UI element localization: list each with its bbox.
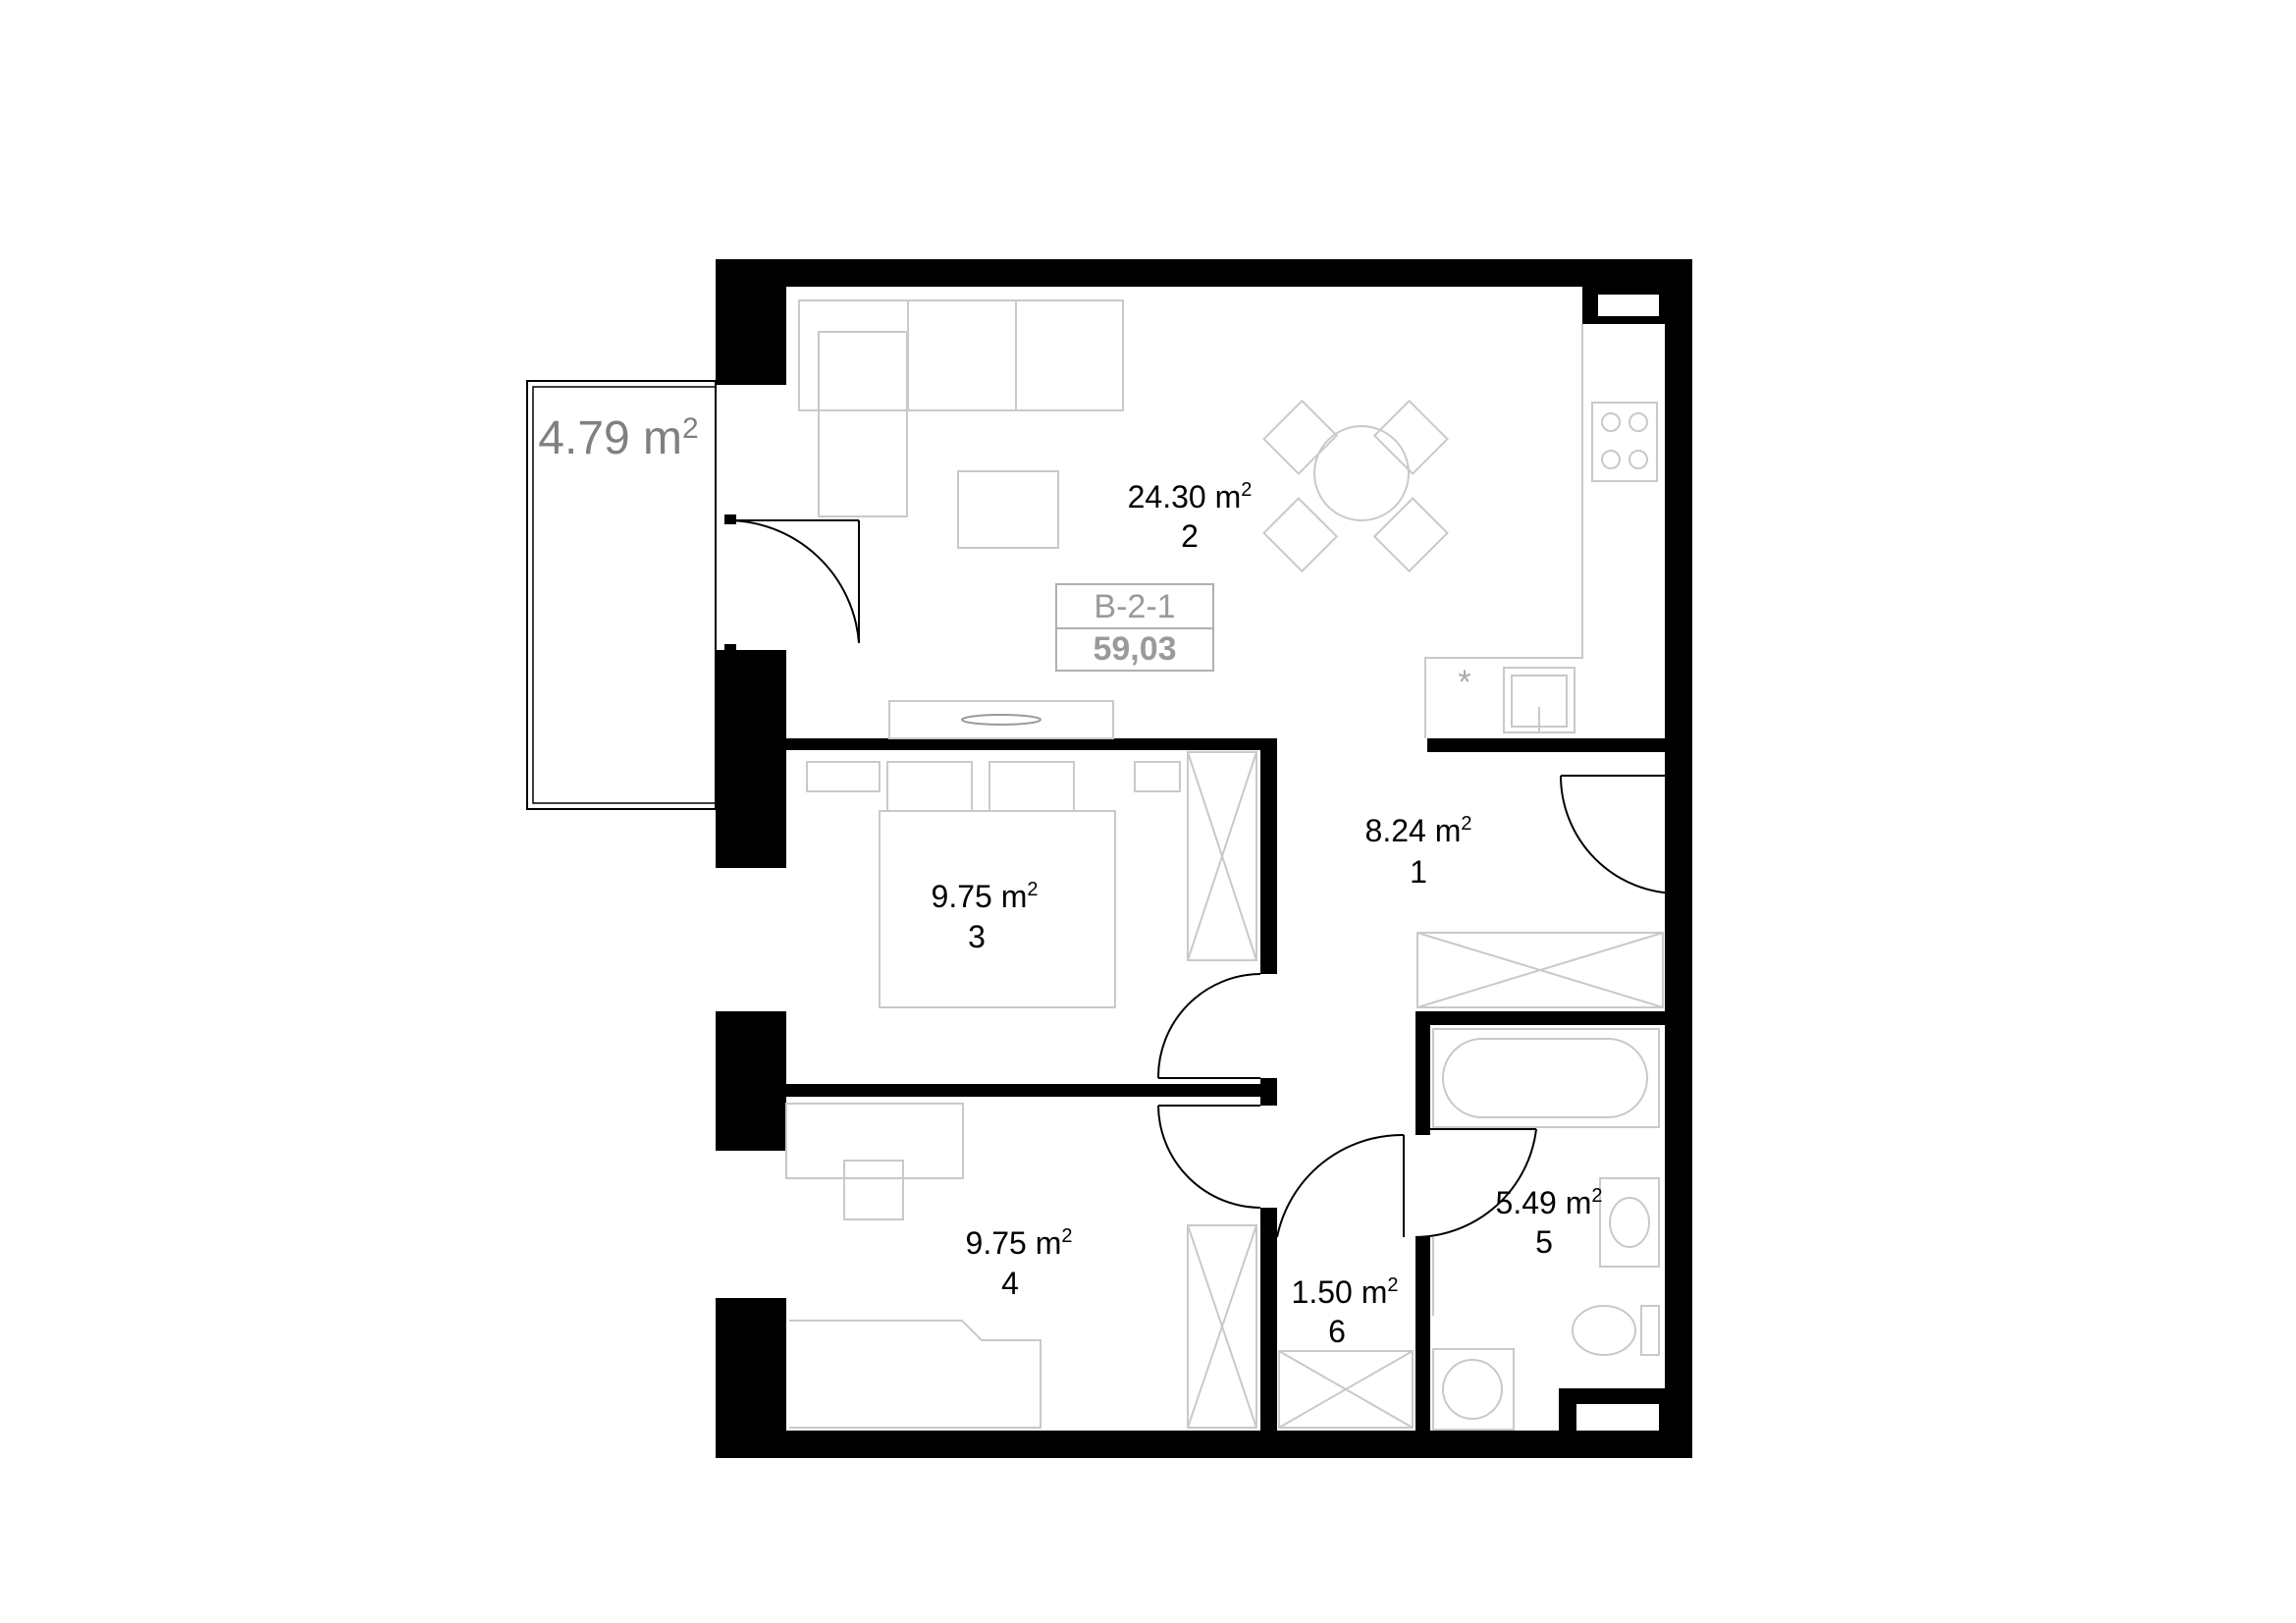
room-4-area: 9.75 m2	[966, 1225, 1073, 1261]
room-1-area: 8.24 m2	[1365, 813, 1472, 848]
room-5-number: 5	[1535, 1224, 1553, 1260]
balcony: 4.79 m2	[526, 380, 717, 810]
room-2-area: 24.30 m2	[1128, 479, 1253, 514]
doors	[724, 514, 1680, 1238]
apartment-total-area: 59,03	[1093, 630, 1176, 668]
room-labels: 24.30 m2 2 8.24 m2 1 9.75 m2 3 9.75 m2 4…	[932, 479, 1603, 1349]
outer-walls	[716, 259, 1692, 1458]
room-4-number: 4	[1001, 1266, 1019, 1301]
wall-openings	[755, 265, 1670, 1453]
balcony-area-label: 4.79 m2	[538, 412, 698, 464]
room-6-area: 1.50 m2	[1292, 1274, 1399, 1310]
apartment-code-box: B-2-1 59,03	[1055, 583, 1214, 672]
room-3-number: 3	[968, 919, 986, 954]
room-2-number: 2	[1181, 518, 1199, 554]
room-6-number: 6	[1328, 1314, 1346, 1349]
apartment-code: B-2-1	[1094, 588, 1175, 625]
furniture: *	[785, 299, 1664, 1431]
room-1-number: 1	[1410, 854, 1427, 890]
interior-walls	[786, 738, 1692, 1431]
fridge-icon: *	[1458, 664, 1470, 701]
room-3-area: 9.75 m2	[932, 879, 1039, 914]
room-5-area: 5.49 m2	[1496, 1185, 1603, 1220]
